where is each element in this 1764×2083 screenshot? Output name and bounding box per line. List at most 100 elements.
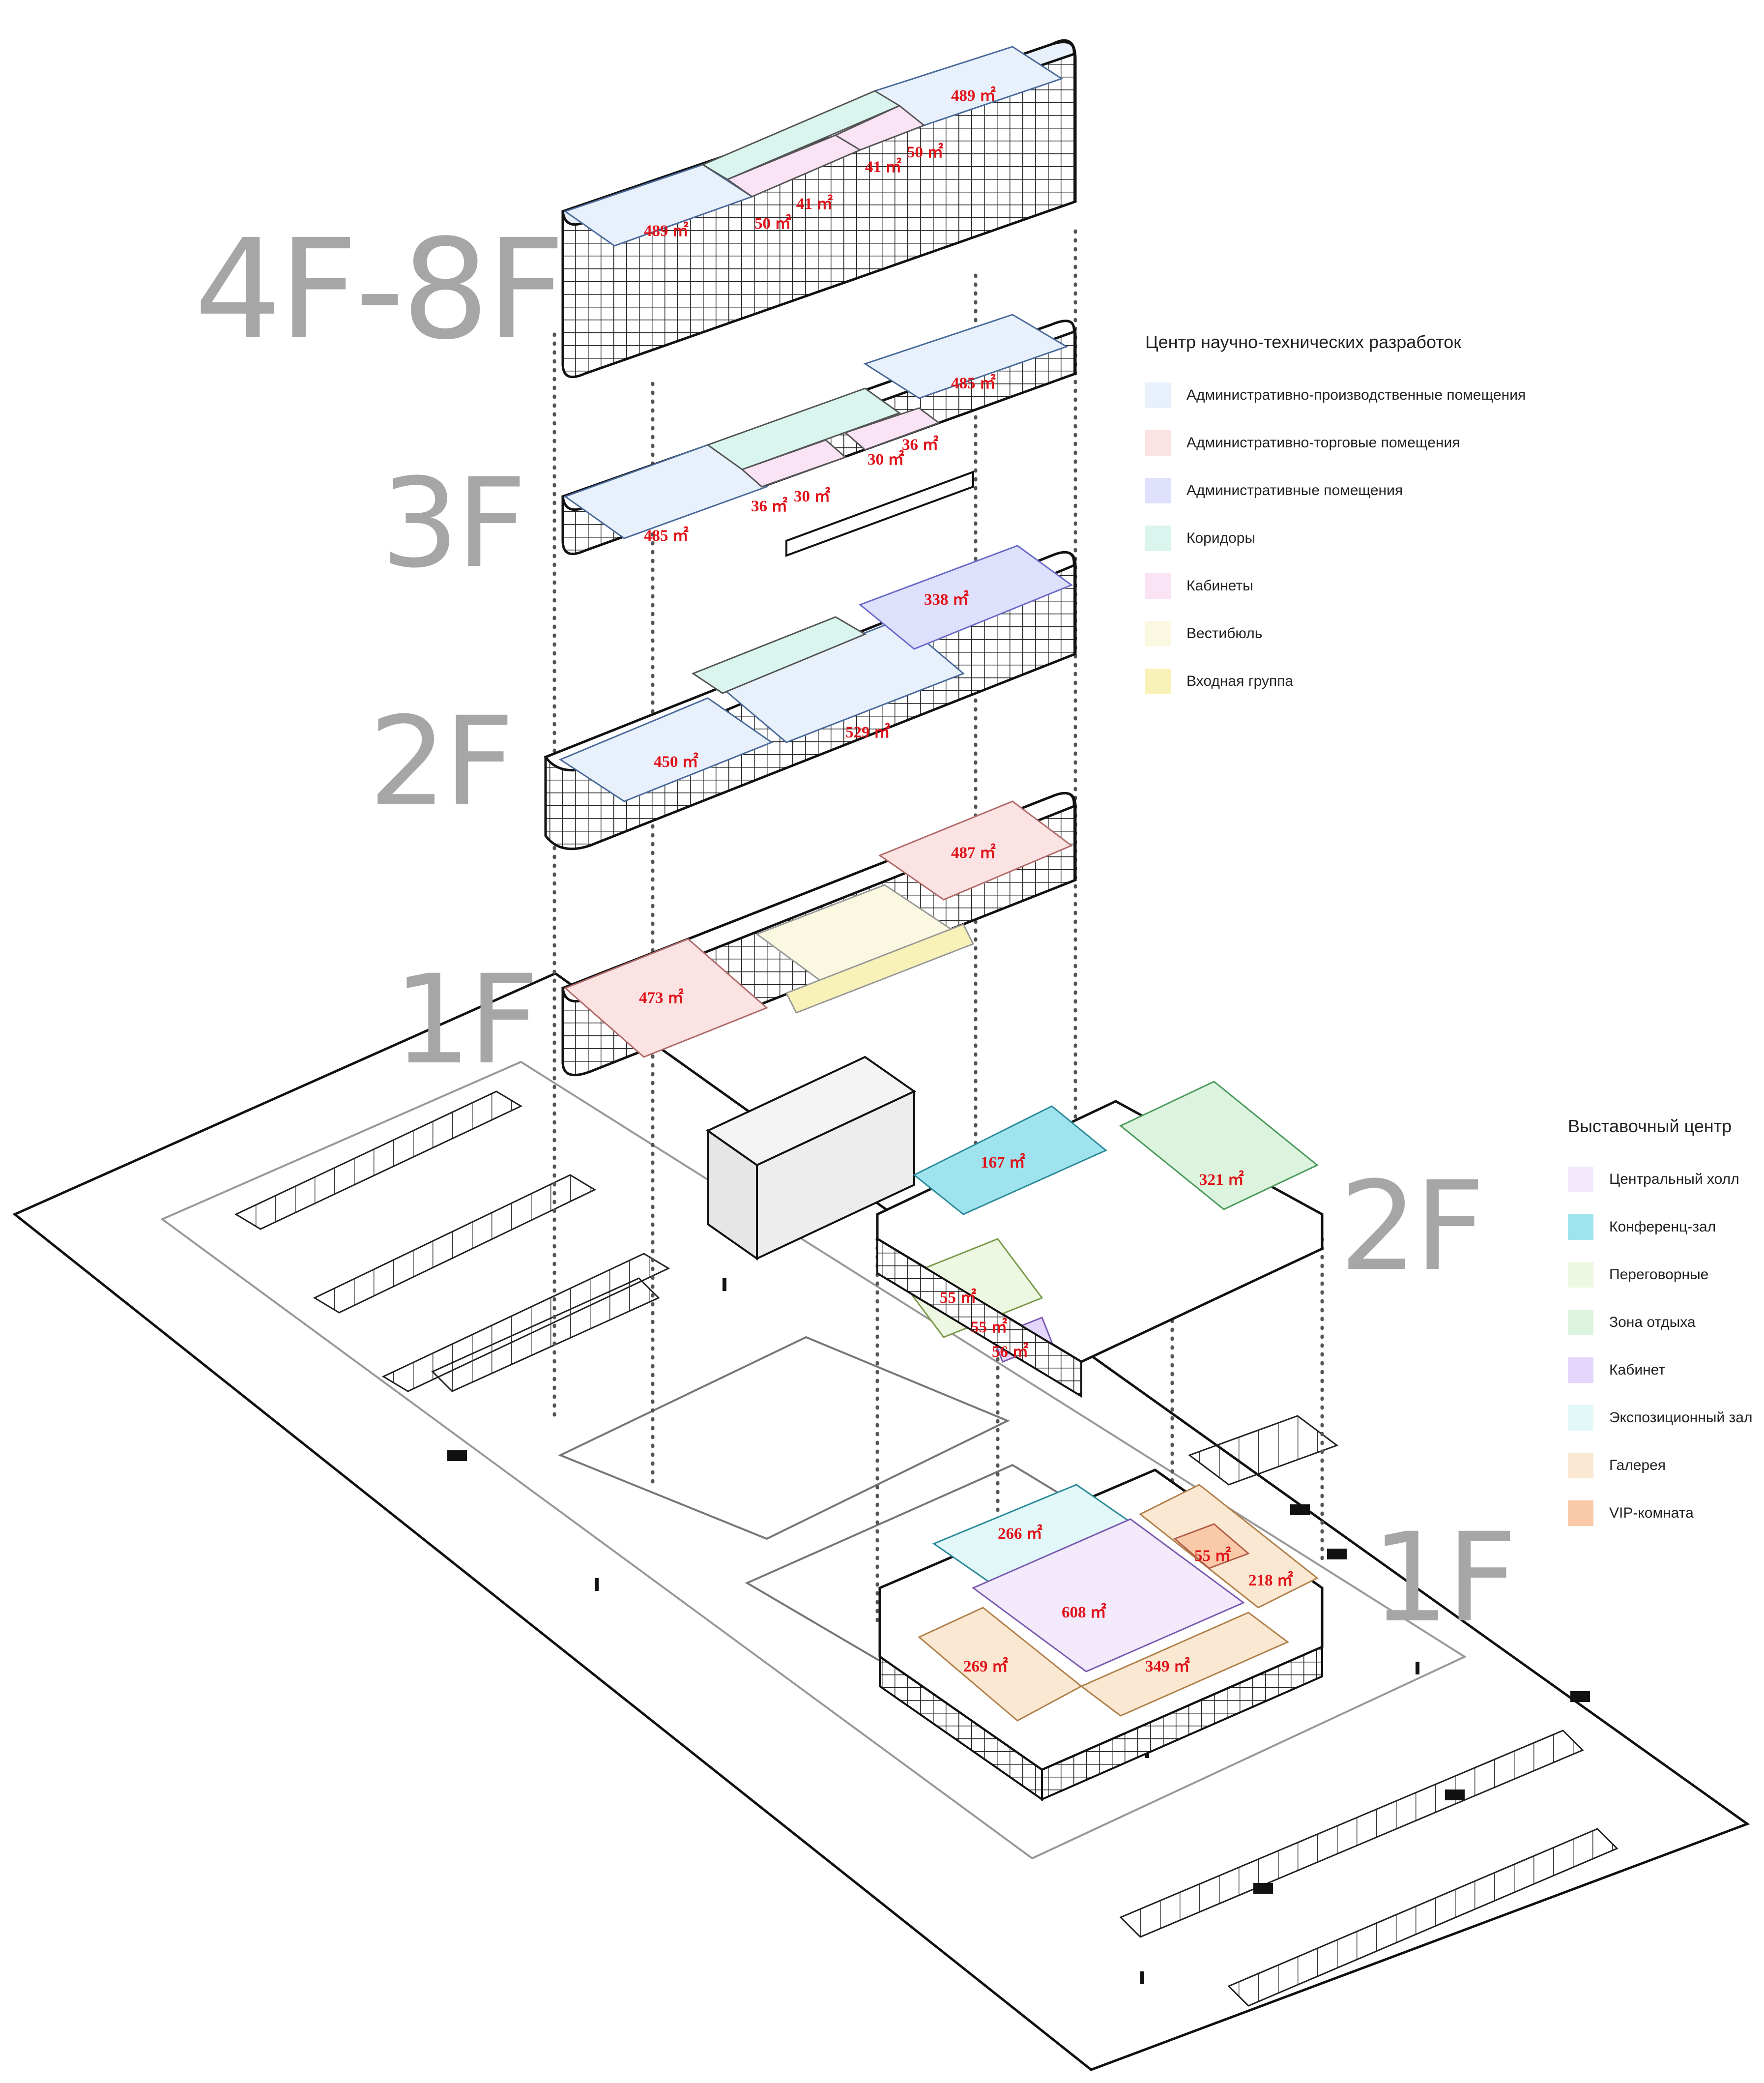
zone-meeting — [898, 1238, 1043, 1338]
legend-label: Административно-производственные помещен… — [1186, 386, 1526, 403]
floor-label-4f-8f: 4F-8F — [194, 210, 565, 370]
area-label: 50 ㎡ — [907, 143, 943, 161]
tower-level-1f: 473 ㎡ 487 ㎡ — [561, 792, 1077, 1077]
expo-level-1f: 266 ㎡ 608 ㎡ 55 ㎡ 218 ㎡ 269 ㎡ 349 ㎡ — [878, 1468, 1324, 1801]
guide-lines — [552, 229, 1324, 1713]
site-inner-road — [160, 1060, 1467, 1860]
legend-item: Административно-производственные помещен… — [1145, 371, 1526, 419]
legend-label: Конференц-зал — [1609, 1218, 1716, 1235]
zone-admin — [859, 545, 1073, 650]
legend-label: Экспозиционный зал — [1609, 1409, 1753, 1426]
entrance-canopy — [785, 470, 974, 557]
area-label: 55 ㎡ — [1194, 1546, 1231, 1565]
area-label: 489 ㎡ — [644, 221, 689, 240]
legend-item: Административные помещения — [1145, 467, 1526, 514]
legend-label: Вестибюль — [1186, 625, 1263, 642]
tower-level-2f: 450 ㎡ 529 ㎡ 338 ㎡ — [544, 545, 1077, 851]
floor-label-3f: 3F — [381, 452, 527, 595]
area-label: 608 ㎡ — [1062, 1603, 1106, 1621]
area-label: 485 ㎡ — [644, 526, 689, 545]
legend-label: Административные помещения — [1186, 482, 1403, 499]
legend-swatch — [1568, 1500, 1593, 1526]
tower-level-3f: 485 ㎡ 485 ㎡ 36 ㎡ 30 ㎡ 30 ㎡ 36 ㎡ — [561, 314, 1077, 557]
area-label: 321 ㎡ — [1199, 1170, 1244, 1189]
expo-level-2f: 167 ㎡ 321 ㎡ 55 ㎡ 55 ㎡ 56 ㎡ — [876, 1081, 1324, 1398]
plaza — [558, 1336, 1010, 1540]
area-label: 55 ㎡ — [971, 1318, 1007, 1336]
area-label: 489 ㎡ — [951, 86, 996, 105]
area-label: 55 ㎡ — [940, 1288, 976, 1307]
legend-label: Входная группа — [1186, 673, 1294, 689]
legend-swatch — [1568, 1405, 1593, 1431]
legend-item: VIP-комната — [1568, 1489, 1753, 1537]
zone-retail — [564, 938, 768, 1058]
floor-label-expo-1f: 1F — [1371, 1506, 1517, 1649]
legend-swatch — [1145, 382, 1171, 408]
area-label: 529 ㎡ — [845, 723, 890, 741]
legend-item: Зона отдыха — [1568, 1298, 1753, 1346]
zone-corridor — [706, 387, 901, 470]
legend-label: Центральный холл — [1609, 1171, 1739, 1187]
legend-item: Кабинеты — [1145, 562, 1526, 610]
legend-item: Вестибюль — [1145, 610, 1526, 657]
legend-swatch — [1145, 430, 1171, 456]
parking-row — [431, 1277, 660, 1392]
legend-label: Зона отдыха — [1609, 1314, 1696, 1330]
area-label: 450 ㎡ — [654, 752, 698, 771]
legend-item: Конференц-зал — [1568, 1203, 1753, 1251]
legend-swatch — [1145, 620, 1171, 646]
legend-item: Коридоры — [1145, 514, 1526, 562]
central-block — [706, 1056, 916, 1261]
legend-label: Кабинет — [1609, 1361, 1666, 1378]
area-label: 167 ㎡ — [981, 1153, 1025, 1172]
area-label: 56 ㎡ — [992, 1342, 1028, 1361]
zone-office — [863, 314, 1069, 399]
area-label: 41 ㎡ — [796, 194, 833, 213]
legend-item: Переговорные — [1568, 1251, 1753, 1298]
area-label: 50 ㎡ — [754, 214, 791, 233]
legend-label: Коридоры — [1186, 529, 1256, 546]
area-label: 266 ㎡ — [998, 1524, 1042, 1543]
facade-grid — [561, 39, 1077, 379]
legend-item: Экспозиционный зал — [1568, 1394, 1753, 1441]
legend-title: Выставочный центр — [1568, 1116, 1732, 1136]
parking-row — [234, 1090, 523, 1230]
legend-swatch — [1568, 1357, 1593, 1383]
parking-row — [1187, 1415, 1339, 1486]
area-label: 485 ㎡ — [951, 374, 996, 392]
legend-expo-center: Выставочный центр Центральный холл Конфе… — [1568, 1116, 1753, 1537]
legend-label: Кабинеты — [1186, 577, 1253, 594]
area-label: 269 ㎡ — [963, 1657, 1008, 1675]
area-label: 218 ㎡ — [1248, 1571, 1293, 1589]
legend-label: VIP-комната — [1609, 1504, 1694, 1521]
legend-label: Административно-торговые помещения — [1186, 434, 1460, 451]
zone-cabinet — [741, 439, 847, 488]
legend-item: Входная группа — [1145, 657, 1526, 705]
legend-swatch — [1568, 1166, 1593, 1192]
site-plan — [12, 972, 1750, 2071]
legend-research-center: Центр научно-технических разработок Адми… — [1145, 332, 1526, 705]
tower-level-4f-8f: 489 ㎡ 489 ㎡ 50 ㎡ 41 ㎡ 41 ㎡ 50 ㎡ — [561, 39, 1077, 379]
legend-swatch — [1568, 1309, 1593, 1335]
area-label: 36 ㎡ — [751, 497, 787, 515]
legend-label: Переговорные — [1609, 1266, 1709, 1283]
area-label: 349 ㎡ — [1145, 1657, 1190, 1675]
legend-title: Центр научно-технических разработок — [1145, 332, 1462, 352]
legend-swatch — [1145, 525, 1171, 551]
floor-label-1f: 1F — [393, 948, 539, 1091]
legend-item: Галерея — [1568, 1441, 1753, 1489]
area-label: 36 ㎡ — [902, 435, 938, 454]
zone-central-hall — [972, 1518, 1245, 1672]
legend-swatch — [1568, 1262, 1593, 1288]
zone-cabinet — [844, 407, 941, 451]
area-label: 338 ㎡ — [924, 590, 969, 609]
parking-row — [1119, 1730, 1584, 1938]
legend-item: Кабинет — [1568, 1346, 1753, 1394]
area-label: 487 ㎡ — [951, 843, 996, 862]
legend-swatch — [1568, 1214, 1593, 1240]
legend-item: Центральный холл — [1568, 1155, 1753, 1203]
legend-swatch — [1145, 668, 1171, 694]
area-label: 41 ㎡ — [865, 157, 901, 176]
parking-row — [381, 1253, 670, 1392]
